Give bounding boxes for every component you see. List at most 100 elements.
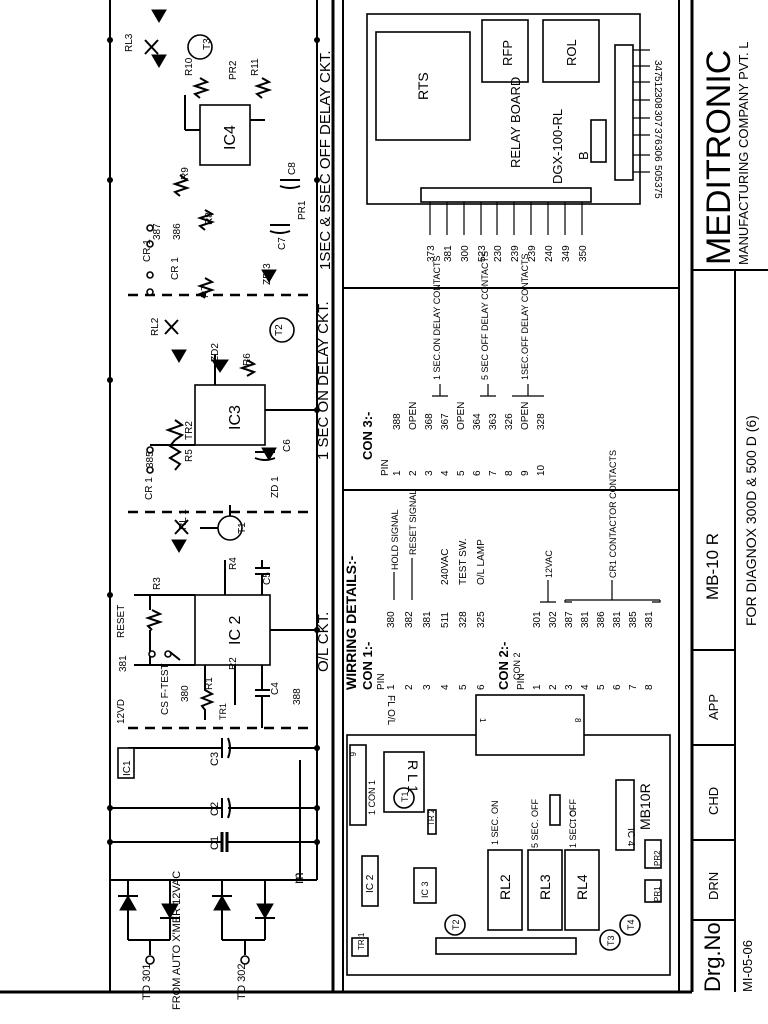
pin-bottom-1: 373 xyxy=(426,245,437,262)
pin-top-2: 512 xyxy=(652,76,663,93)
pcb-ic1: IC 1 xyxy=(568,808,577,823)
pin-top-7: 505 xyxy=(652,165,663,182)
label-rl3: RL3 xyxy=(124,33,135,52)
relay-board-rol: ROL xyxy=(564,39,579,66)
pcb-rl1: R L 1 xyxy=(405,760,421,793)
pcb-ic4: IC 4 xyxy=(625,828,636,847)
label-chd: CHD xyxy=(706,787,721,815)
con3-pin-4: 4 xyxy=(440,470,451,476)
ic2-section xyxy=(134,560,317,728)
con2-value-3: 387 xyxy=(564,611,575,628)
label-387: 387 xyxy=(152,223,163,240)
pcb-rl4: RL4 xyxy=(574,874,590,900)
pin-top-5: 376 xyxy=(652,128,663,145)
con1-value-1: 380 xyxy=(386,611,397,628)
relay-board-rfp: RFP xyxy=(500,40,515,66)
label-c2: C2 xyxy=(209,802,221,816)
relay-board-pins-bottom: 373 381 300 523 230 239 239 240 349 350 xyxy=(426,245,589,262)
label-r5: R5 xyxy=(184,449,195,462)
label-r3: R3 xyxy=(152,577,163,590)
con2-value-1: 301 xyxy=(532,611,543,628)
label-app: APP xyxy=(706,694,721,720)
label-r6: R6 xyxy=(242,353,253,366)
zone-label-off-delay: 1SEC & 5SEC OFF DELAY CKT. xyxy=(317,50,334,270)
drawing-title: MB-10 R xyxy=(703,533,722,600)
con2-title: CON 2:- xyxy=(496,642,511,690)
drawing-subtitle: FOR DIAGNOX 300D & 500 D (6) xyxy=(743,415,759,626)
circuit-schematic: m O/L CKT. 1 SEC ON DELAY CKT. 1SEC & 5S… xyxy=(107,0,334,1010)
relay-board xyxy=(366,13,650,235)
label-c8: C8 xyxy=(287,162,298,175)
con1-pin-2: 2 xyxy=(404,684,415,690)
pin-bottom-2: 381 xyxy=(443,245,454,262)
label-t2: T2 xyxy=(274,324,285,336)
con1-note-ol-lamp: O/L LAMP xyxy=(476,539,487,585)
label-ic4: IC4 xyxy=(222,125,239,150)
pcb-t2: T2 xyxy=(451,919,461,930)
relay-board-rts: RTS xyxy=(415,72,431,100)
con2-pin-header: PIN xyxy=(516,673,527,690)
con1-pin-3: 3 xyxy=(422,684,433,690)
con3-pin-3: 3 xyxy=(424,470,435,476)
label-c3: C3 xyxy=(209,752,221,766)
pin-bottom-8: 240 xyxy=(544,245,555,262)
con3-pin-5: 5 xyxy=(456,470,467,476)
label-386: 386 xyxy=(172,223,183,240)
label-r2: R2 xyxy=(228,657,239,670)
input-label-302: TO 302 xyxy=(236,964,248,1001)
pcb-layout xyxy=(346,694,671,976)
label-c7: C7 xyxy=(277,237,288,250)
pin-top-8: 375 xyxy=(652,182,663,199)
label-t3: T3 xyxy=(202,38,213,50)
con3-value-7: 363 xyxy=(488,413,499,430)
pcb-rl-5sec-off: 5 SEC. OFF xyxy=(530,798,540,848)
label-385: 385 xyxy=(145,451,156,468)
label-388: 388 xyxy=(292,688,303,705)
con2-value-7: 385 xyxy=(628,611,639,628)
con1-value-6: 325 xyxy=(476,611,487,628)
label-drg-no: Drg.No xyxy=(700,922,725,992)
con3-title: CON 3:- xyxy=(360,412,375,460)
con2-note-12vac: 12VAC xyxy=(544,550,554,578)
pcb-pr2: PR2 xyxy=(653,850,662,866)
input-label-xmer: FROM AUTO X'MER 12VAC xyxy=(171,871,183,1010)
svg-text:m: m xyxy=(290,872,306,884)
label-t1: T1 xyxy=(237,522,248,534)
pin-top-4: 307 xyxy=(652,110,663,127)
con1-note-test: TEST SW. xyxy=(458,539,469,586)
ic3-section xyxy=(146,355,317,474)
con3-note-1sec-off: 1SEC.OFF DELAY CONTACTS xyxy=(520,253,530,380)
con2-value-5: 386 xyxy=(596,611,607,628)
relay-board-title: RELAY BOARD xyxy=(508,77,523,168)
label-ic3: IC3 xyxy=(227,405,244,430)
input-label-301: TO 301 xyxy=(141,964,153,1001)
label-c6: C6 xyxy=(282,439,293,452)
pcb-pin8: 8 xyxy=(573,718,582,723)
label-ic1: IC1 xyxy=(122,760,133,776)
label-ic2: IC 2 xyxy=(227,616,244,645)
label-zd3: ZD 3 xyxy=(262,263,273,285)
label-r8: R8 xyxy=(204,212,215,225)
label-381: 381 xyxy=(118,655,129,672)
con3-pin-8: 8 xyxy=(504,470,515,476)
pcb-con1: 1 CON 1 xyxy=(367,780,377,815)
pcb-t4: T4 xyxy=(626,919,636,930)
pcb-pin6: 6 xyxy=(348,752,357,757)
label-380: 380 xyxy=(180,685,191,702)
pcb-board-id: MB10R xyxy=(637,783,653,830)
con1-note-reset: RESET SIGNAL xyxy=(408,490,418,555)
pcb-rl-1sec-on: 1 SEC. ON xyxy=(490,800,500,845)
con2-pin-6: 6 xyxy=(612,684,623,690)
pin-bottom-3: 300 xyxy=(460,245,471,262)
label-cr1-a: CR 1 xyxy=(144,477,155,500)
con3-value-1: 388 xyxy=(392,413,403,430)
wiring-title: WIRRING DETAILS:- xyxy=(343,555,359,690)
label-r9: R9 xyxy=(180,167,191,180)
con1-pin-4: 4 xyxy=(440,684,451,690)
pin-bottom-10: 350 xyxy=(578,245,589,262)
con3-pin-10: 10 xyxy=(536,464,547,476)
con3-pin-6: 6 xyxy=(472,470,483,476)
label-r1: R1 xyxy=(204,677,215,690)
pin-top-3: 308 xyxy=(652,92,663,109)
con3-pin-7: 7 xyxy=(488,470,499,476)
